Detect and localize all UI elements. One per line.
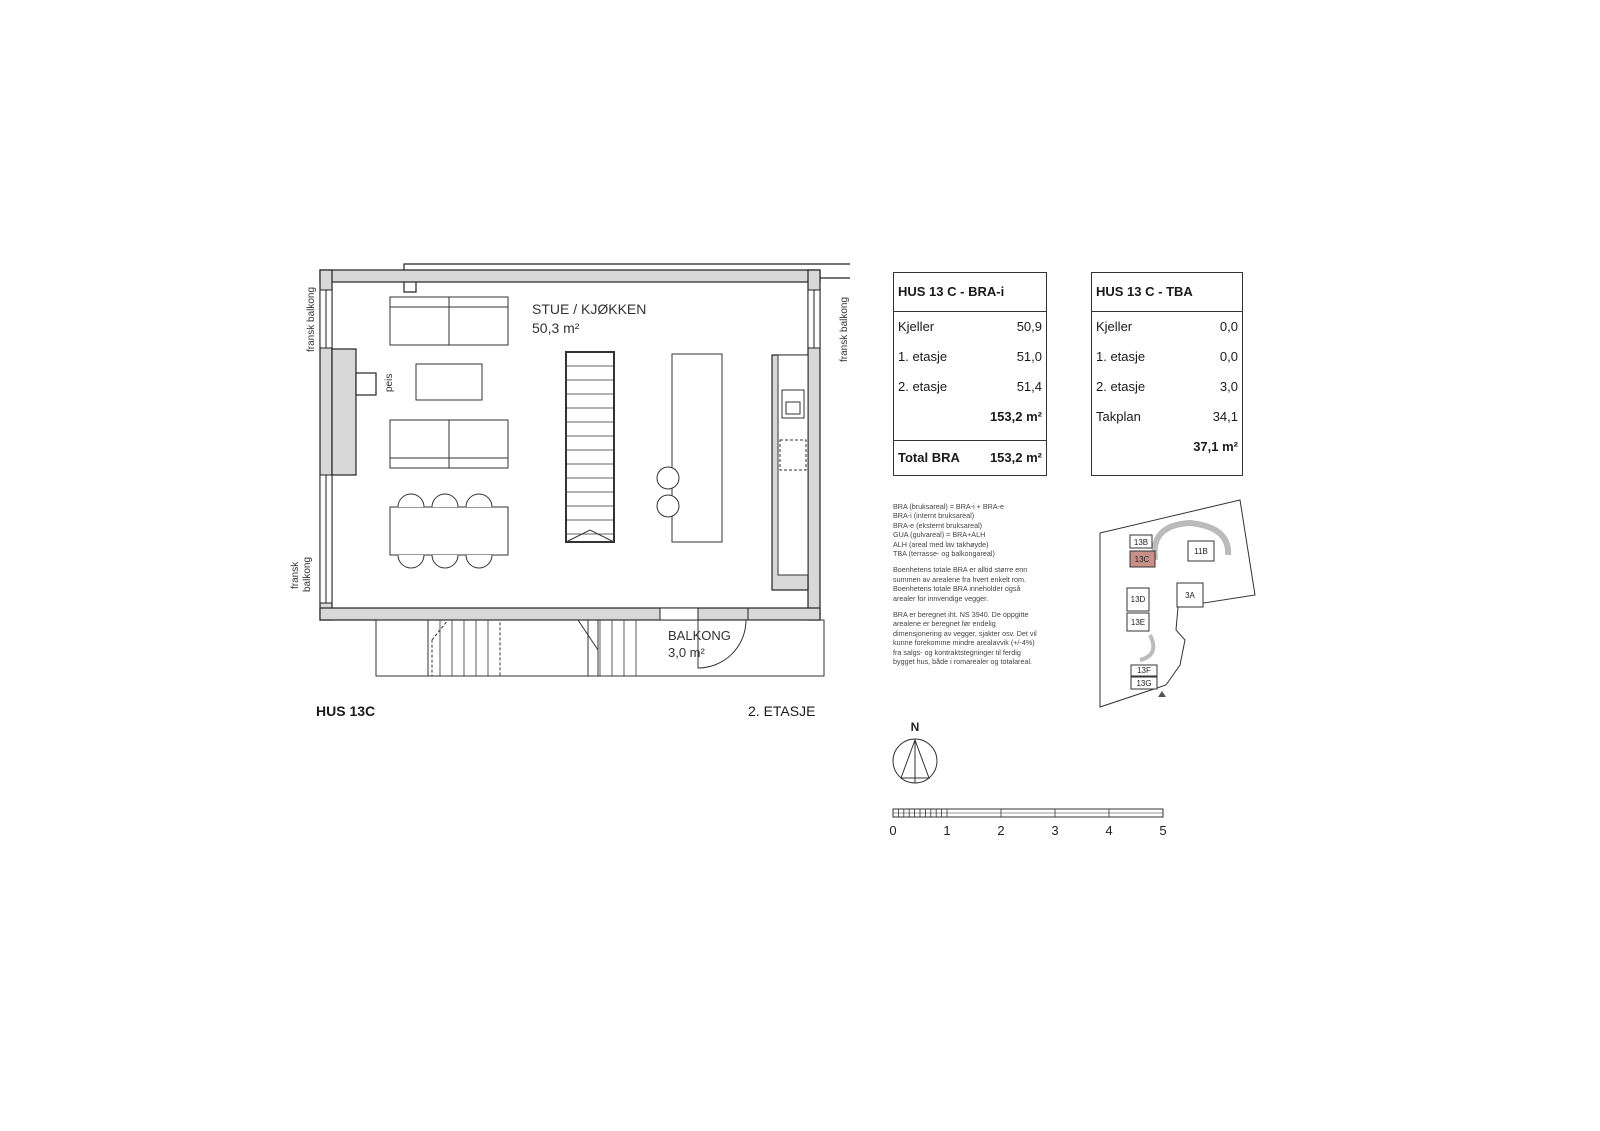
house-13E: [1126, 612, 1150, 632]
house-label: 3A: [1185, 591, 1195, 600]
notes-total-bra: Boenhetens totale BRA er alltid større e…: [893, 565, 1028, 603]
house-label: 11B: [1194, 547, 1208, 556]
house-label: 13D: [1131, 595, 1146, 604]
house-11B: [1187, 540, 1215, 562]
notes-definitions: BRA (bruksareal) = BRA-i + BRA-e BRA-i (…: [893, 502, 1005, 559]
house-label: 13E: [1131, 618, 1145, 627]
house-13G: [1130, 676, 1158, 690]
floor-label: 2. ETASJE: [748, 703, 816, 719]
house-label: 13G: [1136, 679, 1151, 688]
notes: BRA (bruksareal) = BRA-i + BRA-e BRA-i (…: [893, 502, 1043, 674]
scale-label: 5: [1159, 823, 1166, 838]
bra-table-title: HUS 13 C - BRA-i: [894, 273, 1046, 312]
notes-ns3940: BRA er beregnet iht. NS 3940. De oppgitt…: [893, 610, 1037, 667]
scale-bar: 0 1 2 3 4 5: [889, 808, 1167, 838]
house-label: 13B: [1134, 538, 1148, 547]
balcony-area: 3,0 m²: [668, 645, 706, 660]
house-label: 13C: [1135, 555, 1150, 564]
north-label: N: [911, 720, 920, 734]
house-13D: [1126, 587, 1150, 612]
house-13B: [1129, 534, 1153, 549]
floor-plan: STUE / KJØKKEN 50,3 m² BALKONG 3,0 m² pe…: [290, 263, 850, 677]
scale-label: 1: [943, 823, 950, 838]
house-label: 13F: [1137, 666, 1151, 675]
scale-label: 0: [889, 823, 896, 838]
french-balcony-left-bottom-a: fransk: [290, 561, 301, 589]
house-13F: [1130, 664, 1158, 677]
bra-sum: 153,2 m²: [989, 409, 1042, 424]
scale-label: 4: [1105, 823, 1112, 838]
site-plan: 13B 13C 11B 13D 3A 13E 13F 13G: [1099, 499, 1256, 708]
fireplace-label: peis: [384, 374, 395, 392]
balcony-name: BALKONG: [668, 628, 731, 643]
north-arrow-icon: N: [892, 720, 938, 784]
scale-label: 2: [997, 823, 1004, 838]
room-area: 50,3 m²: [532, 320, 580, 336]
house-3A: [1176, 582, 1204, 608]
french-balcony-left-top: fransk balkong: [306, 287, 317, 352]
room-name: STUE / KJØKKEN: [532, 301, 646, 317]
house-label: HUS 13C: [316, 703, 376, 719]
tba-sum: 37,1 m²: [1193, 439, 1238, 454]
scale-label: 3: [1051, 823, 1058, 838]
french-balcony-right: fransk balkong: [839, 297, 850, 362]
tba-table-title: HUS 13 C - TBA: [1092, 273, 1242, 312]
french-balcony-left-bottom-b: balkong: [302, 557, 313, 592]
